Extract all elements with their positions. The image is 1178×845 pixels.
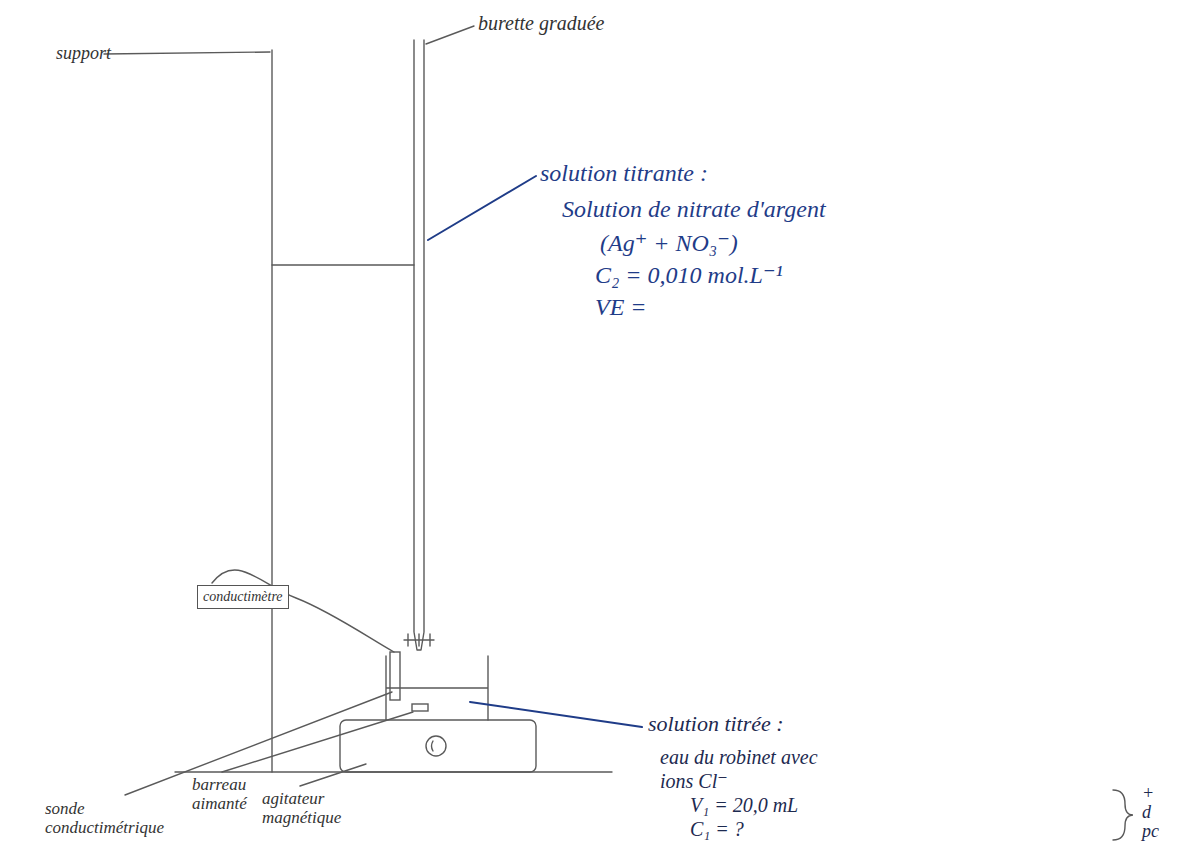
clamp-arm <box>272 264 414 265</box>
brace <box>1113 790 1133 840</box>
solution-note: ions Cl⁻ <box>660 770 728 792</box>
part-name: burette graduée <box>478 12 604 34</box>
leader-line <box>222 712 413 772</box>
stirrer-knob-mark <box>432 741 434 751</box>
note-fragment: + <box>1142 784 1154 804</box>
solution-note: VE = <box>595 294 647 320</box>
magnetic-stirrer <box>340 720 536 772</box>
burette-tube <box>414 40 424 650</box>
instrument-box: conductimètre <box>197 585 289 609</box>
solution-note: Solution de nitrate d'argent <box>562 196 826 222</box>
probe-wire <box>212 570 394 652</box>
leader-line <box>300 764 366 786</box>
leader-line <box>470 702 642 727</box>
solution-note: V₁ = 20,0 mL <box>690 794 798 816</box>
leader-line <box>125 692 392 795</box>
solution-note: (Ag⁺ + NO₃⁻) <box>600 230 738 256</box>
note-fragment: d <box>1142 803 1151 823</box>
stirrer-knob <box>426 736 446 756</box>
support-rod <box>271 50 272 772</box>
leader-line <box>104 52 270 54</box>
solution-note: C₂ = 0,010 mol.L⁻¹ <box>595 262 783 288</box>
solution-note: C₁ = ? <box>690 818 744 840</box>
stir-bar <box>412 704 428 711</box>
part-name: sonde conductimétrique <box>45 800 195 837</box>
part-name: barreau aimanté <box>192 776 272 813</box>
beaker <box>386 656 488 720</box>
leader-line <box>426 26 474 44</box>
part-name: support <box>56 44 111 64</box>
part-name: agitateur magnétique <box>262 790 372 827</box>
leader-line <box>428 176 536 240</box>
note-fragment: pc <box>1142 822 1159 842</box>
solution-heading: solution titrante : <box>540 160 708 186</box>
instrument-name: conductimètre <box>203 589 283 604</box>
burette-stopcock <box>404 634 434 646</box>
solution-note: eau du robinet avec <box>660 746 818 768</box>
solution-heading: solution titrée : <box>648 712 784 736</box>
